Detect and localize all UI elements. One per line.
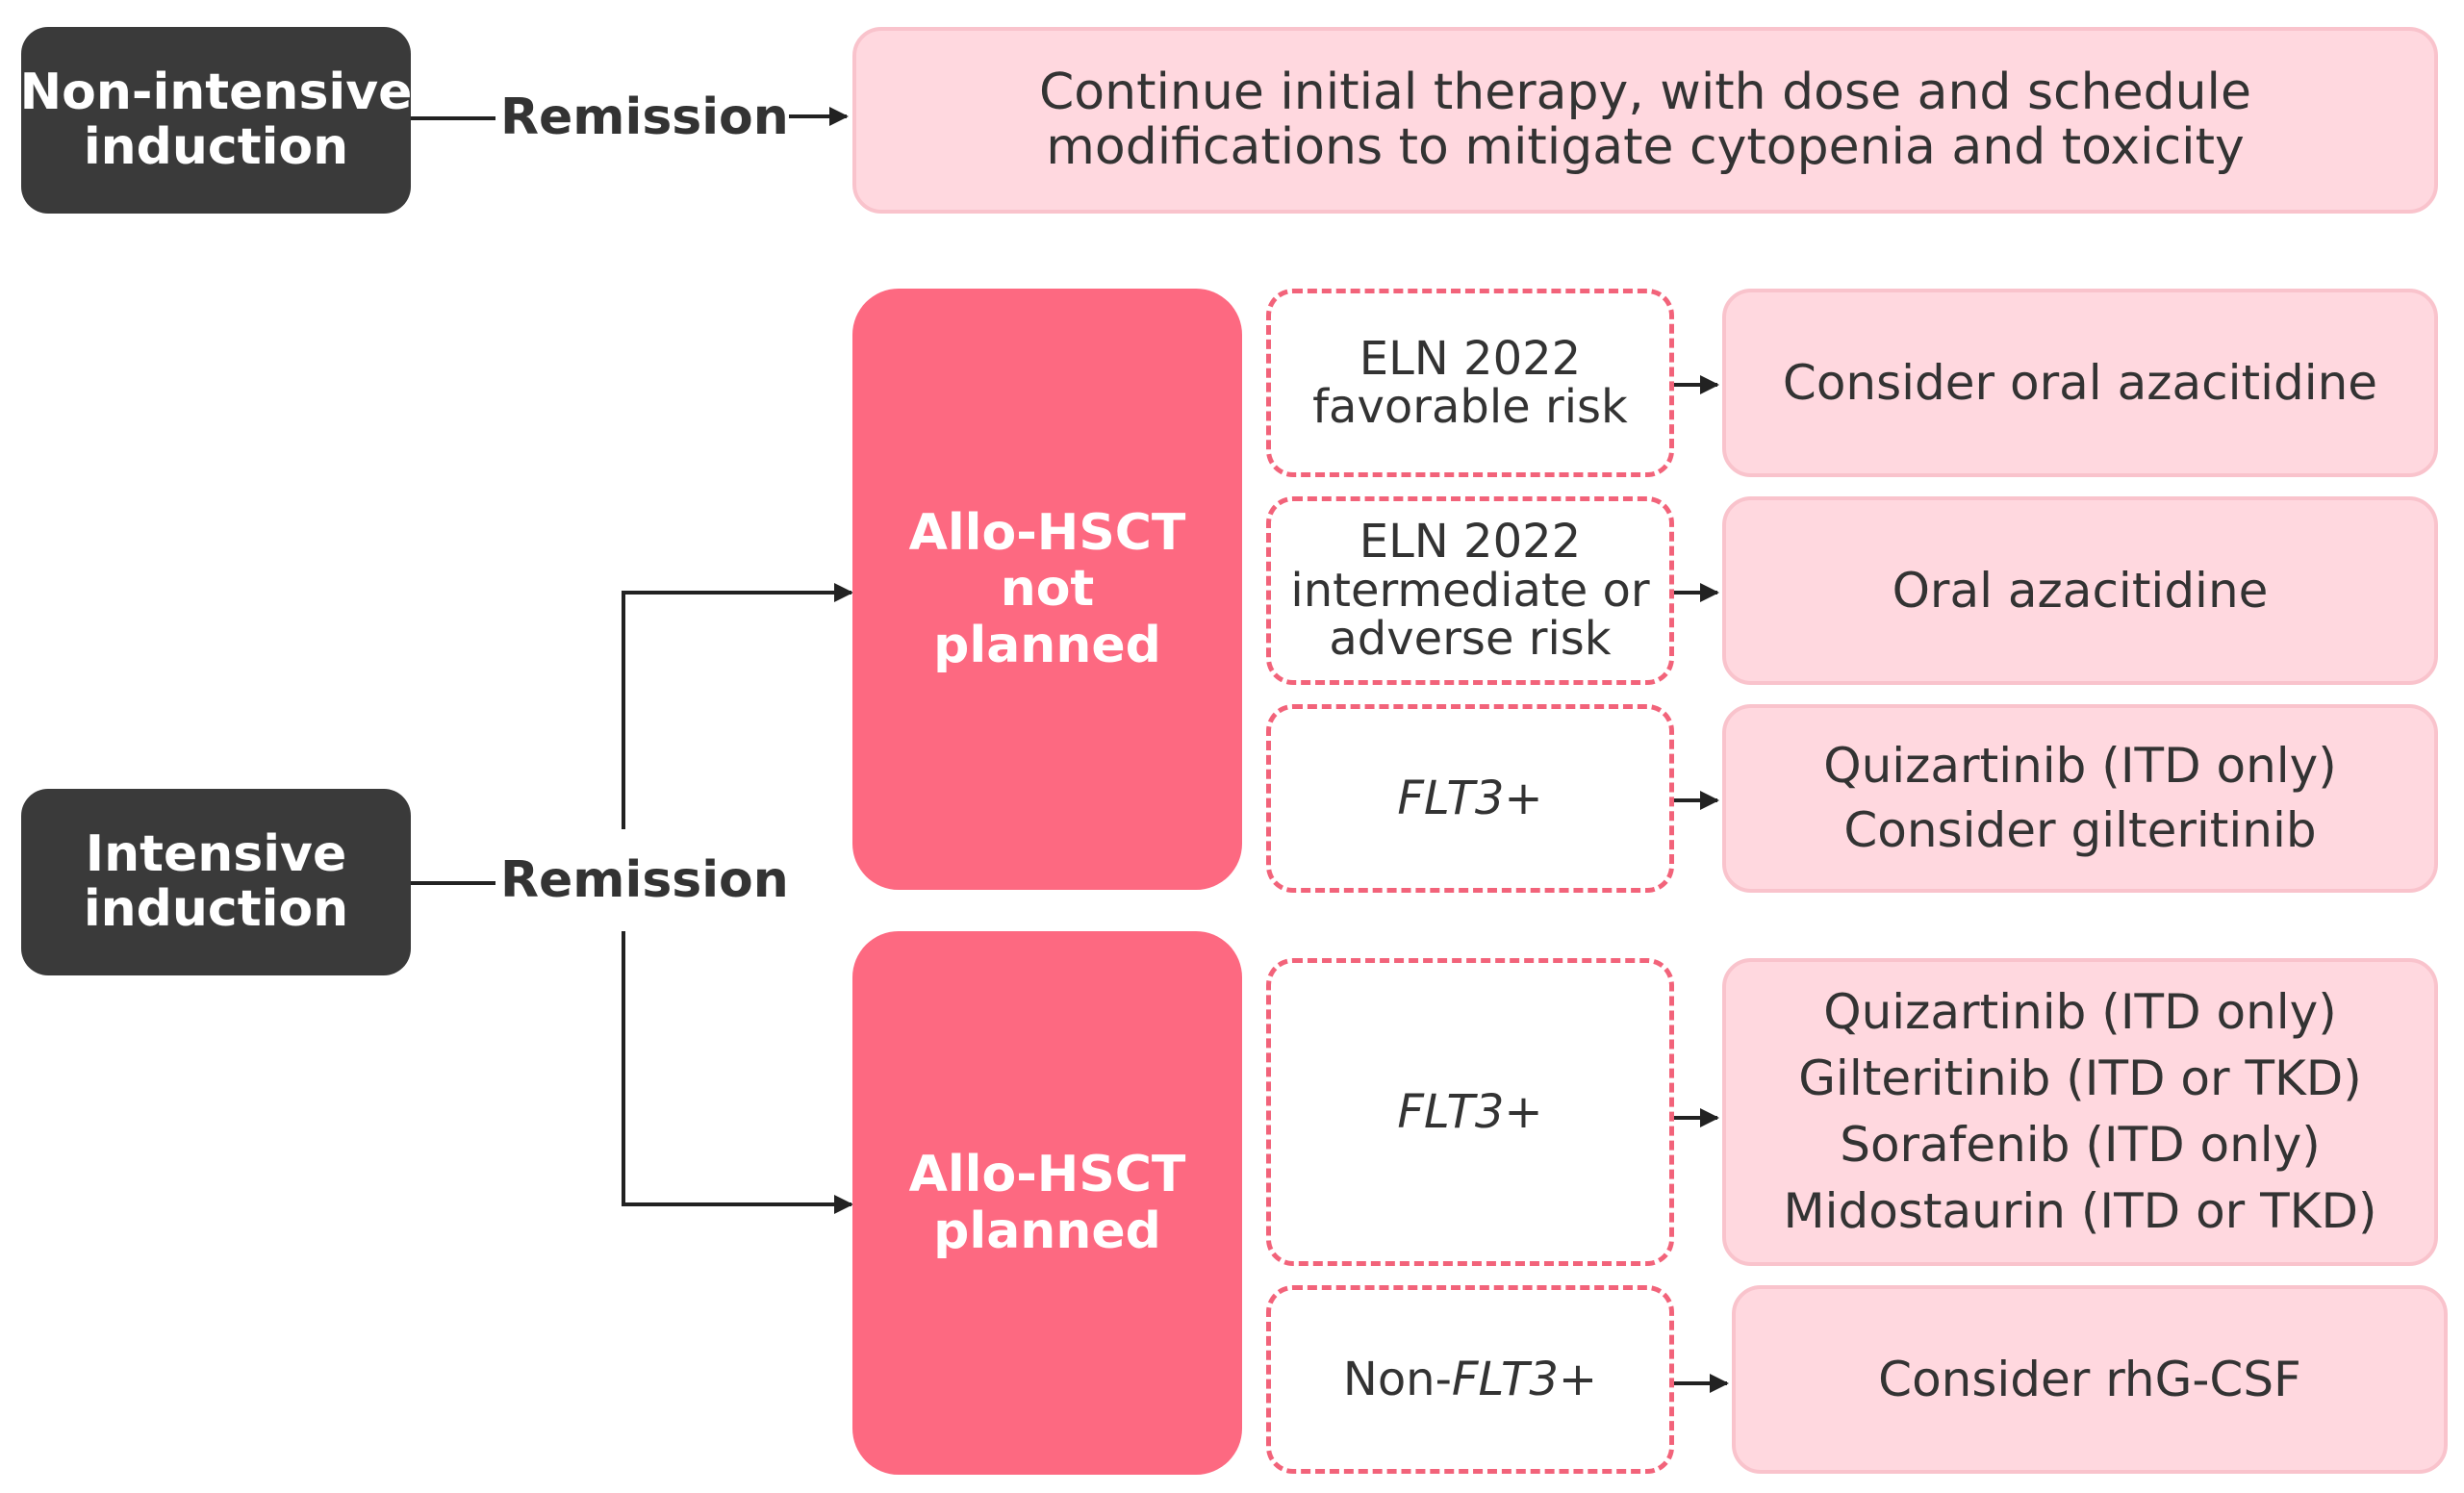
treatment-oral-azacitidine: Oral azacitidine	[1722, 496, 2438, 685]
condition-eln-favorable: ELN 2022 favorable risk	[1266, 289, 1674, 477]
condition-flt3-positive-not-planned: FLT3+	[1266, 704, 1674, 893]
condition-1-line-1: ELN 2022	[1359, 331, 1582, 386]
allo-hsct-planned-box: Allo-HSCT planned	[852, 931, 1242, 1475]
non-intensive-line-2: induction	[83, 118, 349, 176]
treatment-1-line-1: Consider oral azacitidine	[1782, 355, 2378, 411]
condition-2-line-1: ELN 2022	[1359, 515, 1582, 569]
condition-2-line-3: adverse risk	[1329, 612, 1612, 667]
intensive-line-2: induction	[83, 880, 349, 938]
not-planned-line-3: planned	[933, 616, 1161, 674]
not-planned-line-2: not	[1000, 560, 1095, 619]
allo-hsct-not-planned-box: Allo-HSCT not planned	[852, 289, 1242, 890]
not-planned-line-1: Allo-HSCT	[908, 504, 1186, 563]
treatment-4-line-2: Gilteritinib (ITD or TKD)	[1798, 1050, 2362, 1106]
condition-flt3-positive-planned: FLT3+	[1266, 958, 1674, 1266]
treatment-flt3-inhibitors: Quizartinib (ITD only) Gilteritinib (ITD…	[1722, 958, 2438, 1266]
continue-therapy-line-1: Continue initial therapy, with dose and …	[1039, 63, 2251, 121]
treatment-2-line-1: Oral azacitidine	[1892, 563, 2269, 619]
condition-5-prefix: Non-	[1342, 1352, 1452, 1406]
treatment-5-line-1: Consider rhG-CSF	[1878, 1352, 2301, 1407]
continue-therapy-box: Continue initial therapy, with dose and …	[852, 27, 2438, 214]
treatment-consider-rhg-csf: Consider rhG-CSF	[1732, 1285, 2448, 1474]
treatment-4-line-3: Sorafenib (ITD only)	[1840, 1117, 2321, 1173]
condition-4-text: FLT3+	[1397, 1088, 1542, 1136]
treatment-consider-oral-azacitidine: Consider oral azacitidine	[1722, 289, 2438, 477]
planned-line-2: planned	[933, 1202, 1161, 1260]
intensive-remission-label: Remission	[500, 851, 789, 909]
condition-3-gene: FLT3	[1397, 771, 1505, 825]
condition-4-gene: FLT3	[1397, 1084, 1505, 1139]
non-intensive-induction-box: Non-intensive induction	[19, 27, 413, 214]
condition-3-text: FLT3+	[1397, 774, 1542, 822]
condition-5-text: Non-FLT3+	[1343, 1355, 1597, 1404]
treatment-4-line-4: Midostaurin (ITD or TKD)	[1783, 1183, 2377, 1239]
branch-down-arrow	[622, 931, 853, 1214]
treatment-quizartinib-gilteritinib: Quizartinib (ITD only) Consider gilterit…	[1722, 704, 2438, 893]
top-remission-label: Remission	[500, 89, 789, 146]
condition-non-flt3-positive: Non-FLT3+	[1266, 1285, 1674, 1474]
treatment-3-line-2: Consider gilteritinib	[1843, 802, 2317, 858]
condition-5-suffix: +	[1558, 1352, 1598, 1406]
treatment-4-line-1: Quizartinib (ITD only)	[1823, 984, 2337, 1040]
condition-1-line-2: favorable risk	[1312, 380, 1628, 434]
intensive-induction-box: Intensive induction	[21, 789, 411, 975]
condition-3-suffix: +	[1504, 771, 1543, 825]
intensive-line-1: Intensive	[85, 824, 347, 883]
branch-up-arrow	[622, 583, 853, 829]
condition-eln-intermediate-adverse: ELN 2022 intermediate or adverse risk	[1266, 496, 1674, 685]
planned-line-1: Allo-HSCT	[908, 1146, 1186, 1204]
treatment-3-line-1: Quizartinib (ITD only)	[1823, 737, 2337, 794]
condition-2-line-2: intermediate or	[1290, 563, 1650, 618]
condition-5-gene: FLT3	[1451, 1352, 1559, 1406]
non-intensive-line-1: Non-intensive	[19, 63, 413, 121]
condition-4-suffix: +	[1504, 1084, 1543, 1139]
continue-therapy-line-2: modifications to mitigate cytopenia and …	[1046, 118, 2245, 176]
